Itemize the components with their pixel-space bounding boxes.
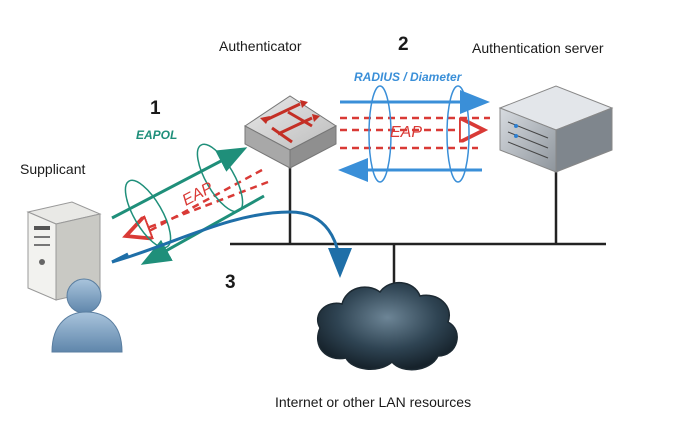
tunnel-ring-right-2 bbox=[446, 85, 470, 183]
access-granted-arrow bbox=[111, 210, 352, 278]
eapol-label: EAPOL bbox=[136, 128, 178, 142]
step-1-number: 1 bbox=[150, 98, 161, 119]
step-2-number: 2 bbox=[398, 34, 409, 55]
server-icon bbox=[498, 85, 614, 173]
eap-left-dashed-arrow bbox=[126, 180, 269, 236]
radius-exchange bbox=[338, 85, 490, 183]
internet-label: Internet or other LAN resources bbox=[275, 394, 472, 410]
auth-server-label: Authentication server bbox=[472, 40, 604, 56]
access-arrow-tail bbox=[111, 252, 129, 264]
cloud-icon bbox=[317, 282, 458, 371]
switch-arrows bbox=[265, 102, 313, 144]
network-lines bbox=[230, 165, 606, 285]
switch-icon bbox=[244, 95, 337, 169]
supplicant-label: Supplicant bbox=[20, 161, 86, 177]
tunnel-ring-left-2 bbox=[196, 143, 244, 213]
step-3-number: 3 bbox=[225, 272, 236, 293]
authenticator-label: Authenticator bbox=[219, 38, 302, 54]
eapol-forward-arrow bbox=[111, 147, 248, 220]
radius-diameter-label: RADIUS / Diameter bbox=[354, 70, 462, 84]
tunnel-ring-left-1 bbox=[124, 179, 172, 249]
eap-right-label: EAP bbox=[390, 124, 423, 141]
tunnel-ring-right-1 bbox=[368, 85, 392, 183]
user-icon bbox=[51, 278, 123, 353]
computer-icon bbox=[26, 201, 102, 301]
